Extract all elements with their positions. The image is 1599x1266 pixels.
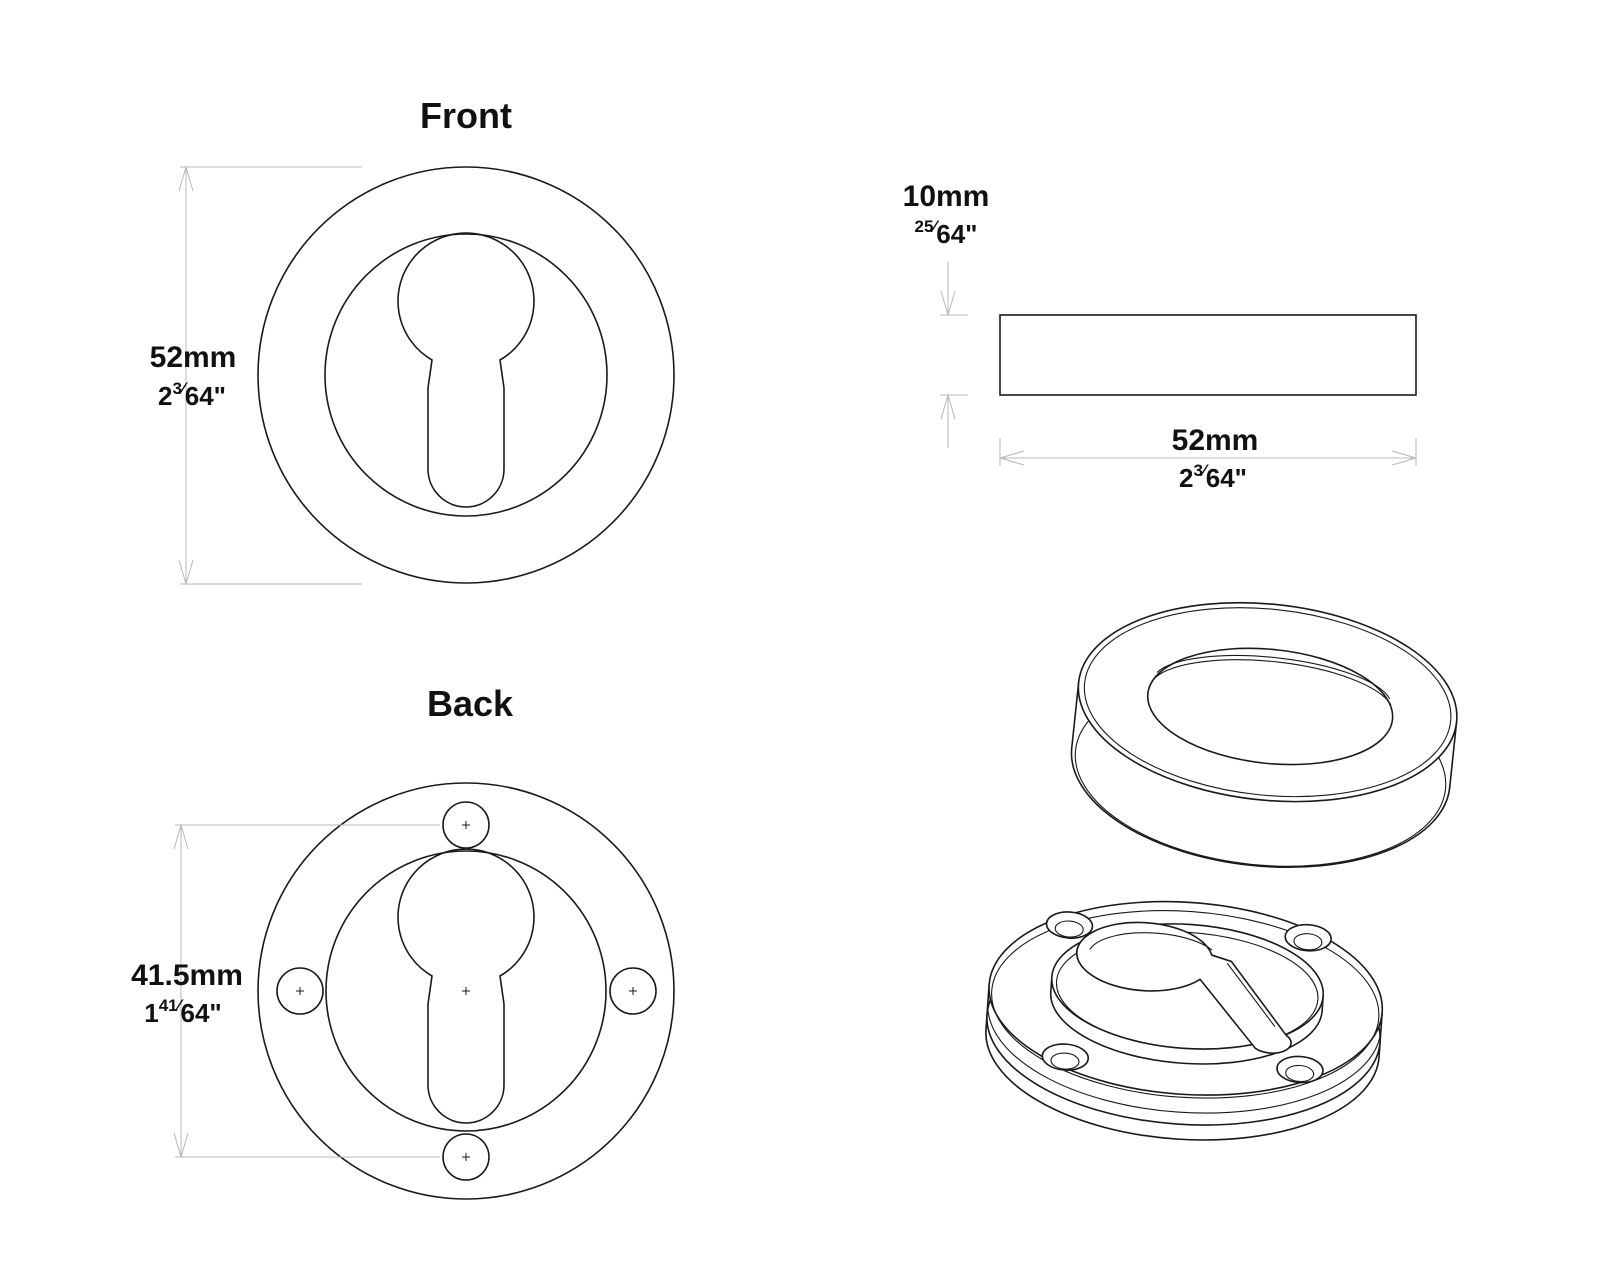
cover-ring-opening bbox=[1146, 647, 1394, 766]
back-center-mark bbox=[462, 987, 470, 995]
side-width-dimension bbox=[998, 438, 1418, 466]
front-view: Front 52mm 23⁄64" bbox=[150, 95, 675, 586]
side-profile bbox=[999, 314, 1417, 396]
front-diameter-dimension bbox=[178, 165, 362, 586]
front-diameter-imperial: 23⁄64" bbox=[158, 379, 226, 411]
screw-spacing-imperial: 141⁄64" bbox=[144, 996, 221, 1028]
base-hole-4 bbox=[1276, 1055, 1324, 1084]
back-keyhole bbox=[397, 848, 535, 1124]
front-title: Front bbox=[420, 95, 512, 136]
side-thickness-imperial: 25⁄64" bbox=[914, 217, 977, 249]
base-hole-3 bbox=[1041, 1043, 1090, 1071]
side-view: 10mm 25⁄64" 52mm 23⁄64" bbox=[903, 180, 1418, 493]
front-diameter-metric: 52mm bbox=[150, 341, 237, 374]
screw-hole-bottom bbox=[442, 1133, 490, 1181]
side-thickness-dimension bbox=[940, 262, 968, 448]
screw-hole-right bbox=[609, 967, 657, 1015]
side-thickness-metric: 10mm bbox=[903, 180, 990, 213]
screw-spacing-dimension bbox=[173, 823, 440, 1159]
front-keyhole bbox=[397, 232, 535, 508]
front-inner-ring bbox=[324, 233, 608, 517]
side-width-imperial: 23⁄64" bbox=[1179, 461, 1247, 493]
cover-ring bbox=[1070, 601, 1458, 869]
back-inner-ring bbox=[325, 850, 607, 1132]
side-width-metric: 52mm bbox=[1172, 424, 1259, 457]
back-view: Back bbox=[131, 683, 675, 1200]
screw-spacing-metric: 41.5mm bbox=[131, 959, 243, 992]
screw-hole-left bbox=[276, 967, 324, 1015]
back-outer-rose bbox=[257, 782, 675, 1200]
base-hole-1 bbox=[1045, 911, 1094, 939]
base-rose bbox=[985, 900, 1384, 1141]
base-rose-keyhole bbox=[1075, 921, 1292, 1054]
front-outer-rose bbox=[257, 166, 675, 584]
screw-hole-top bbox=[442, 801, 490, 849]
isometric-exploded-view bbox=[985, 601, 1458, 1141]
back-title: Back bbox=[427, 683, 514, 724]
base-hole-2 bbox=[1284, 923, 1332, 952]
